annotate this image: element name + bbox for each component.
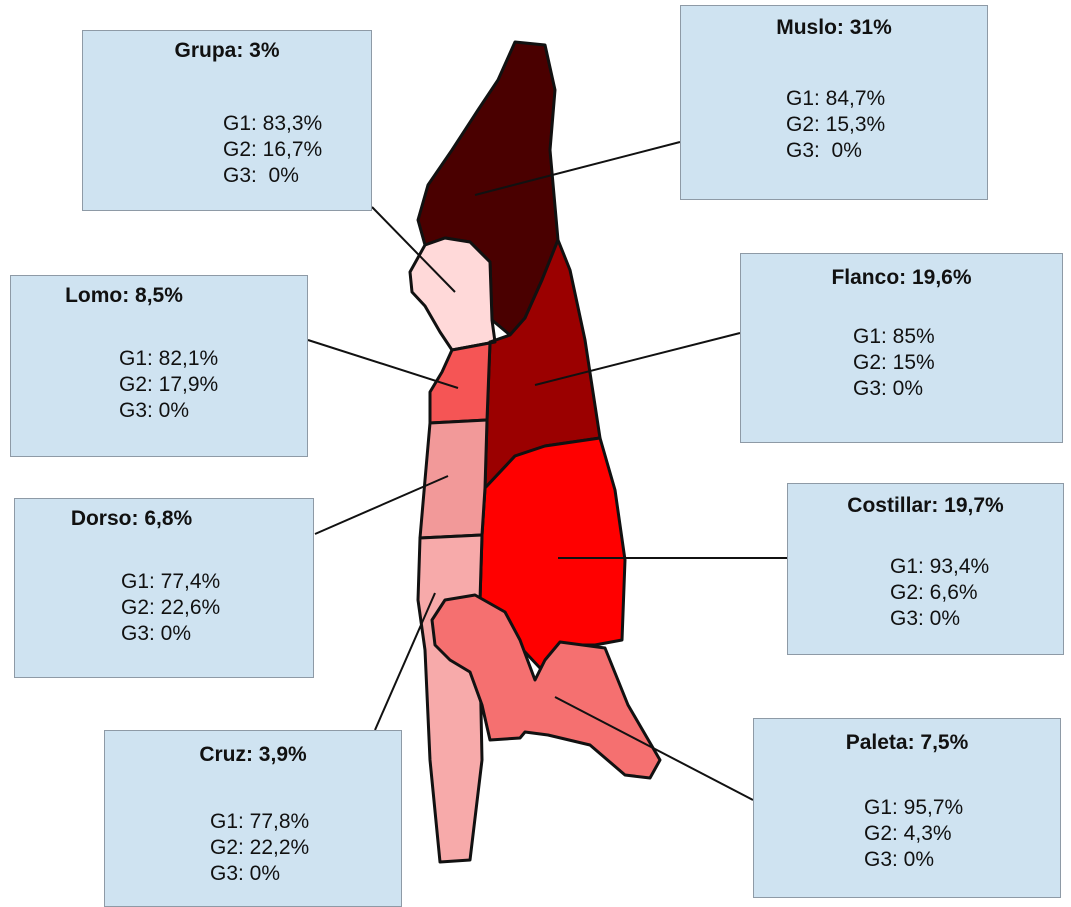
g1-value: G1: 77,8%: [210, 809, 309, 835]
g3-value: G3: 0%: [853, 376, 935, 402]
g3-value: G3: 0%: [864, 847, 963, 873]
g2-value: G2: 22,2%: [210, 835, 309, 861]
g3-value: G3: 0%: [890, 606, 989, 632]
g2-value: G2: 17,9%: [119, 372, 218, 398]
g2-value: G2: 6,6%: [890, 580, 989, 606]
g1-value: G1: 77,4%: [121, 569, 220, 595]
region-dorso: [420, 420, 487, 538]
label-box-lomo: Lomo: 8,5% G1: 82,1% G2: 17,9% G3: 0%: [10, 275, 308, 457]
g1-value: G1: 84,7%: [786, 86, 885, 112]
g1-value: G1: 82,1%: [119, 346, 218, 372]
g1-value: G1: 95,7%: [864, 795, 963, 821]
label-box-paleta: Paleta: 7,5% G1: 95,7% G2: 4,3% G3: 0%: [753, 718, 1061, 898]
leader-lomo: [308, 340, 458, 388]
g3-value: G3: 0%: [119, 398, 218, 424]
leader-paleta: [555, 697, 753, 800]
label-box-flanco: Flanco: 19,6% G1: 85% G2: 15% G3: 0%: [740, 253, 1063, 443]
cut-title: Muslo: 31%: [681, 16, 987, 40]
region-grupa: [410, 238, 495, 350]
label-box-grupa: Grupa: 3% G1: 83,3% G2: 16,7% G3: 0%: [82, 30, 372, 211]
g1-value: G1: 83,3%: [223, 111, 322, 137]
label-box-dorso: Dorso: 6,8% G1: 77,4% G2: 22,6% G3: 0%: [14, 498, 314, 678]
cut-title: Cruz: 3,9%: [105, 743, 401, 767]
g1-value: G1: 93,4%: [890, 554, 989, 580]
g3-value: G3: 0%: [121, 621, 220, 647]
label-box-muslo: Muslo: 31% G1: 84,7% G2: 15,3% G3: 0%: [680, 5, 988, 200]
cut-title: Paleta: 7,5%: [754, 731, 1060, 755]
cut-title: Grupa: 3%: [83, 39, 371, 63]
g1-value: G1: 85%: [853, 324, 935, 350]
g2-value: G2: 4,3%: [864, 821, 963, 847]
g2-value: G2: 22,6%: [121, 595, 220, 621]
g3-value: G3: 0%: [210, 861, 309, 887]
g3-value: G3: 0%: [223, 163, 322, 189]
cut-title: Costillar: 19,7%: [788, 494, 1063, 518]
region-cruz: [418, 535, 482, 862]
g2-value: G2: 16,7%: [223, 137, 322, 163]
label-box-costillar: Costillar: 19,7% G1: 93,4% G2: 6,6% G3: …: [787, 483, 1064, 655]
g2-value: G2: 15%: [853, 350, 935, 376]
cut-title: Dorso: 6,8%: [0, 507, 313, 531]
g2-value: G2: 15,3%: [786, 112, 885, 138]
cut-title: Flanco: 19,6%: [741, 266, 1062, 290]
cut-title: Lomo: 8,5%: [0, 284, 307, 308]
g3-value: G3: 0%: [786, 138, 885, 164]
label-box-cruz: Cruz: 3,9% G1: 77,8% G2: 22,2% G3: 0%: [104, 730, 402, 907]
